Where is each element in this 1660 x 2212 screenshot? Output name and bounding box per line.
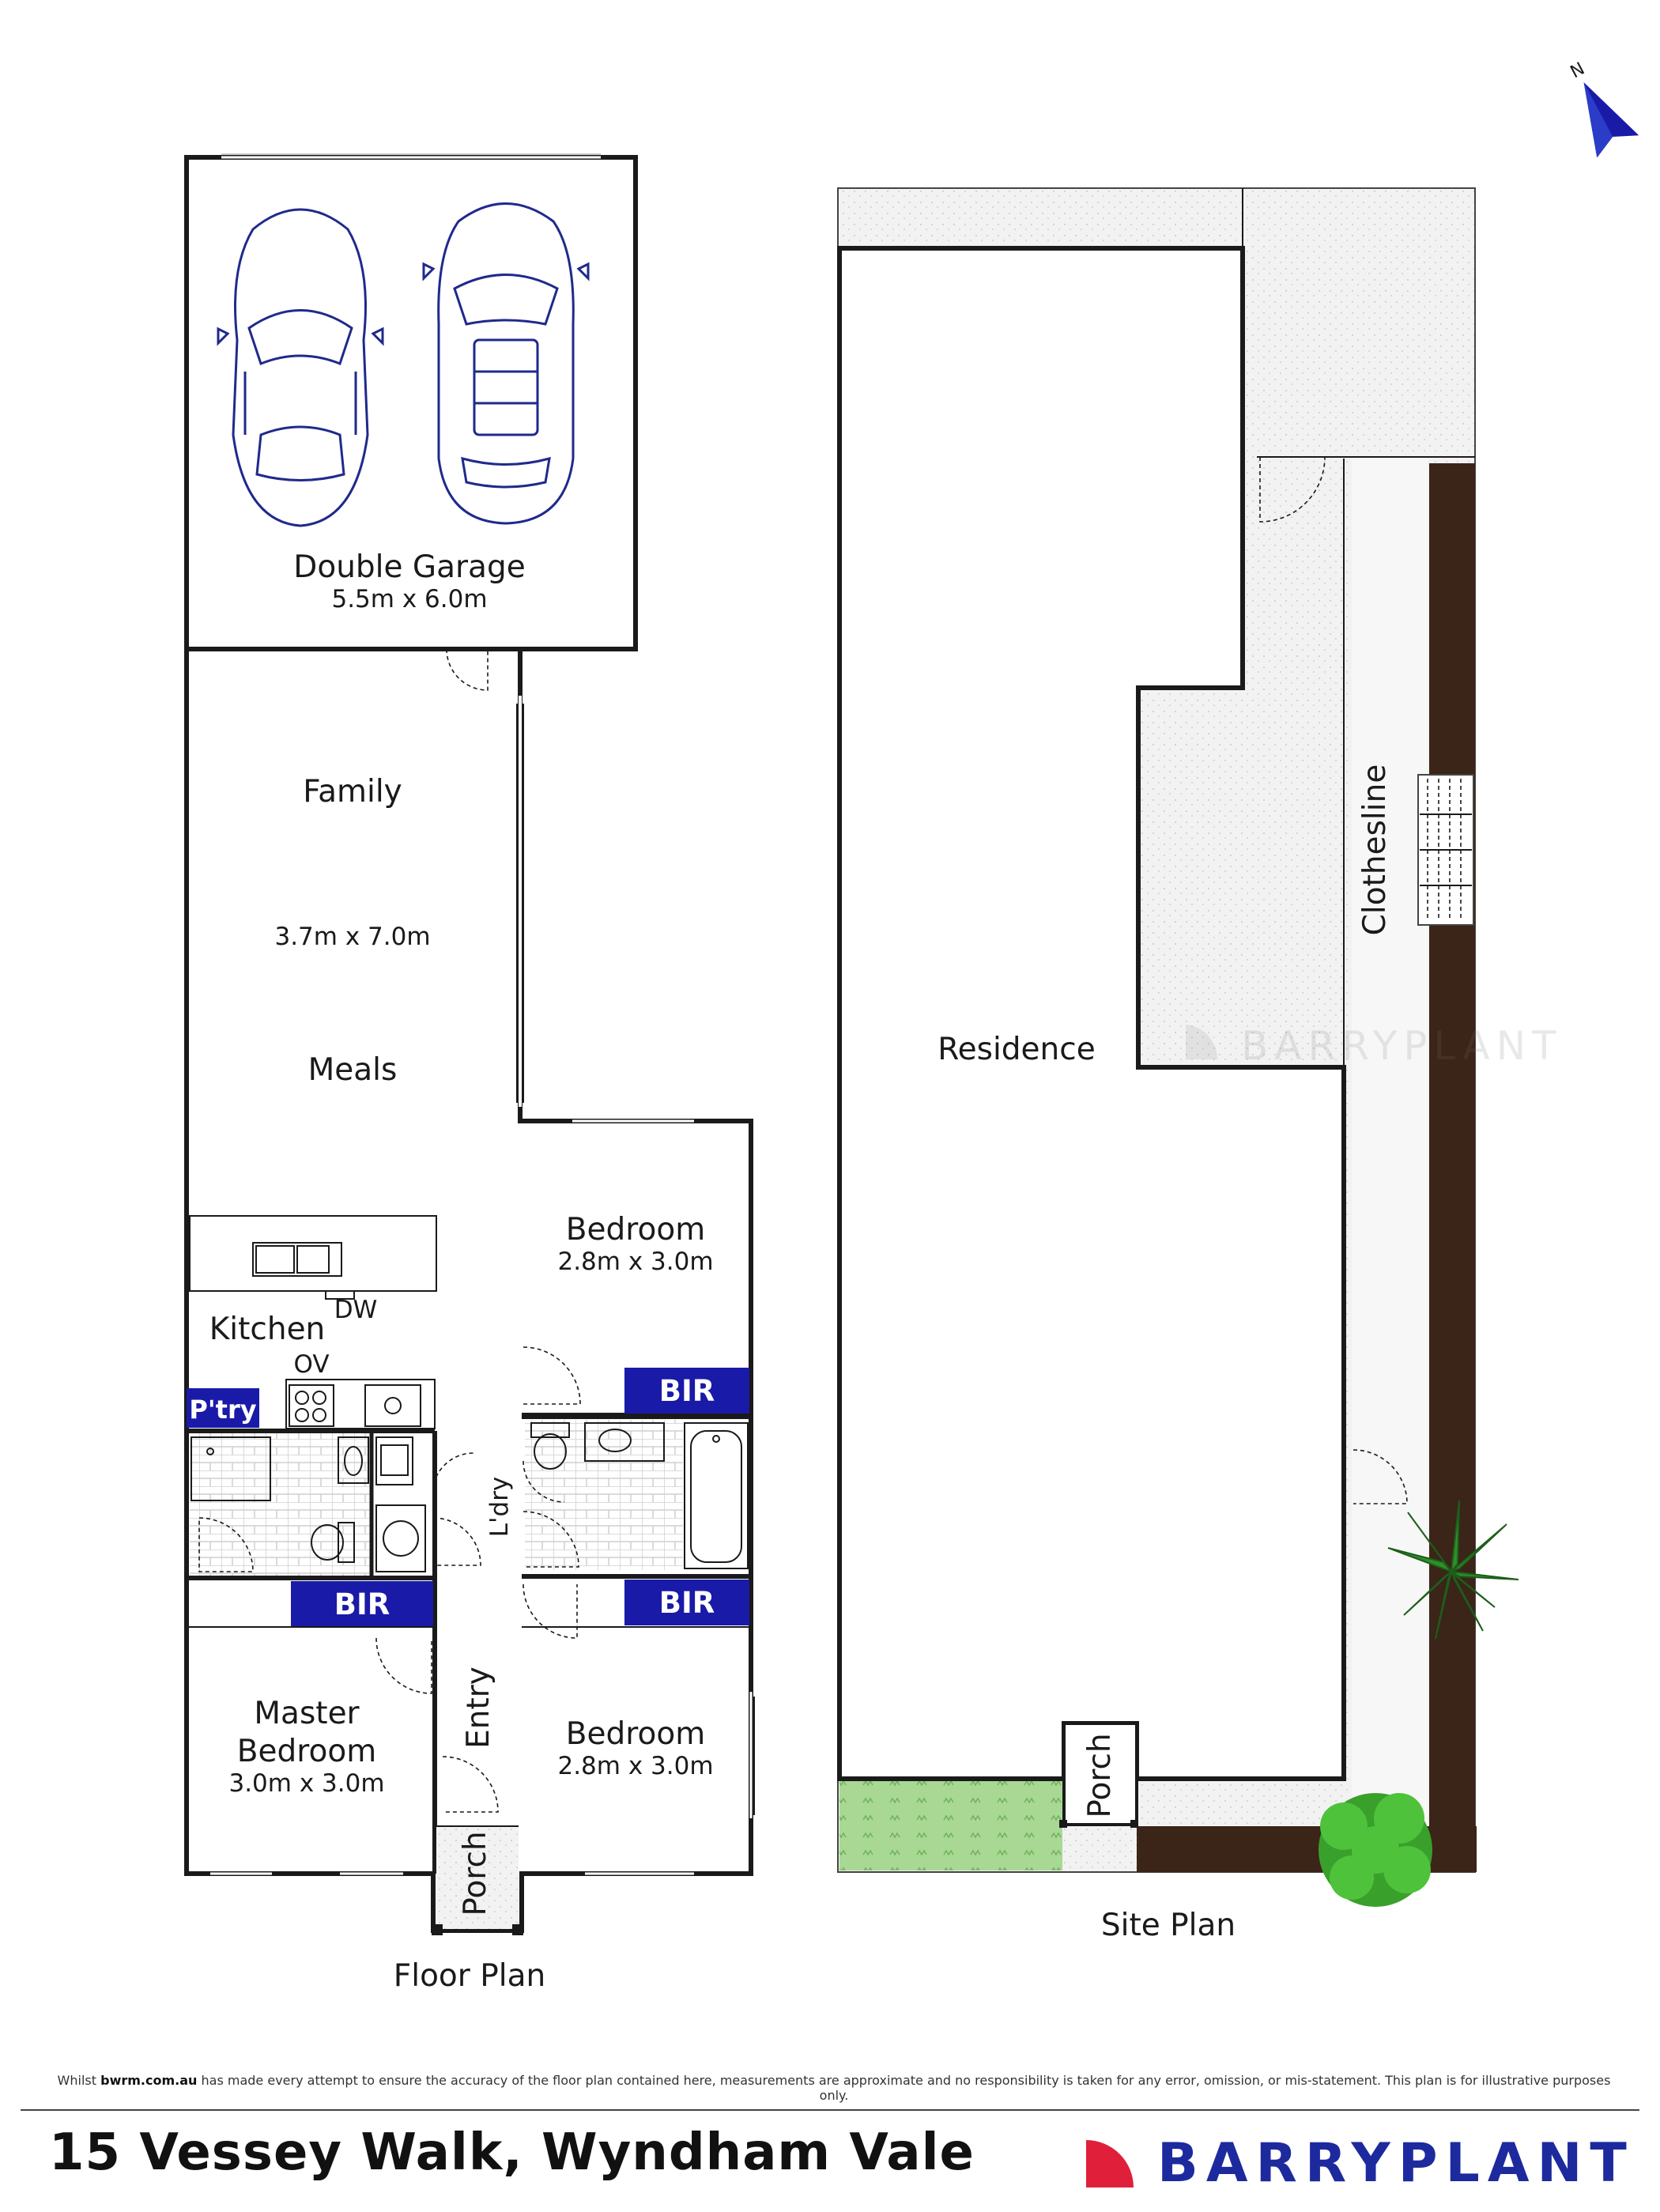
dishwasher-label: DW [334,1296,378,1324]
door-swing [432,1517,481,1566]
palm-plant-icon [1387,1500,1519,1640]
dishwasher [325,1290,355,1300]
bedroom-bottom-label: Bedroom [566,1716,705,1752]
car-icon [217,208,384,527]
bedroom-top-bir-block [624,1368,749,1414]
entry-label: Entry [461,1667,496,1749]
cooktop-icon [289,1384,421,1427]
bedroom-bottom-bir-label: BIR [659,1586,715,1620]
door-swing [523,1460,565,1503]
master-bir-label: BIR [334,1587,390,1621]
car-icon [422,202,590,525]
brand-logo: BARRYPLANT [1083,2131,1635,2195]
door-swing [442,1756,499,1813]
floor-and-site-plan: Double Garage 5.5m x 6.0m Family 3.7m x … [184,59,1639,1994]
toilet-icon [530,1422,570,1470]
basin-icon [338,1436,369,1484]
property-address: 15 Vessey Walk, Wyndham Vale [49,2123,975,2182]
family-size: 3.7m x 7.0m [274,923,430,951]
bath-icon [684,1422,749,1569]
residence-label: Residence [938,1032,1095,1067]
door-swing [1353,1449,1408,1504]
pantry-block [187,1388,259,1428]
laundry-label: L'dry [485,1477,514,1538]
watermark-text: BARRYPLANT [1241,1023,1563,1069]
boundary-fence [1429,463,1475,1872]
door-swing [446,648,489,691]
bedroom-top-bir-label: BIR [659,1374,715,1408]
kitchen-rear-bench [285,1379,436,1429]
door-swing [375,1637,432,1694]
meals-label: Meals [308,1052,398,1088]
vanity-icon [584,1422,665,1462]
disclaimer: Whilst bwrm.com.au has made every attemp… [47,2073,1620,2103]
door-swing [432,1452,475,1487]
footer-divider [21,2109,1639,2111]
bedroom-top-size: 2.8m x 3.0m [557,1248,713,1276]
bedroom-top-label: Bedroom [566,1212,705,1248]
garage-label: Double Garage [293,549,525,585]
door-swing [523,1584,578,1639]
washing-machine-icon [375,1504,426,1572]
lawn [839,1780,1062,1870]
shrub-icon [1319,1793,1432,1907]
laundry-trough-icon [375,1436,413,1485]
brand-mark-icon [1083,2135,1138,2191]
kitchen-label: Kitchen [209,1312,326,1347]
bedroom-bottom-size: 2.8m x 3.0m [557,1752,713,1780]
site-plan-title: Site Plan [1101,1908,1236,1943]
clothesline-icon [1417,774,1474,926]
door-swing [1259,456,1326,523]
door-swing [523,1511,579,1568]
oven-label: OV [293,1350,329,1379]
floor-plan: Double Garage 5.5m x 6.0m Family 3.7m x … [184,153,755,1994]
pantry-label: P'try [189,1395,256,1425]
master-label-1: Master [254,1696,360,1731]
site-plan: Clothesline BARRYPLANT Residence Porch [837,187,1563,1943]
sink-icon [252,1242,342,1277]
clothesline-label: Clothesline [1357,764,1393,936]
disclaimer-text: has made every attempt to ensure the acc… [201,2073,1611,2103]
porch-label: Porch [458,1831,493,1916]
disclaimer-site-link[interactable]: bwrm.com.au [100,2073,198,2088]
door-swing [523,1346,581,1405]
floor-plan-title: Floor Plan [394,1958,545,1994]
disclaimer-prefix: Whilst [57,2073,97,2088]
bedroom-bottom-bir-block [624,1580,749,1625]
master-size: 3.0m x 3.0m [228,1769,384,1798]
brand-name: BARRYPLANT [1157,2131,1635,2195]
garage-size: 5.5m x 6.0m [331,585,487,613]
toilet-icon [311,1522,355,1563]
north-label: N [1568,59,1588,83]
site-porch-label: Porch [1082,1733,1118,1818]
kitchen-bench [189,1215,437,1292]
north-arrow-icon: N [1568,59,1639,158]
family-label: Family [303,774,402,810]
master-label-2: Bedroom [237,1734,376,1769]
shower-icon [191,1436,271,1501]
watermark-logo: BARRYPLANT [1186,1023,1563,1069]
master-bir-block [291,1581,433,1627]
